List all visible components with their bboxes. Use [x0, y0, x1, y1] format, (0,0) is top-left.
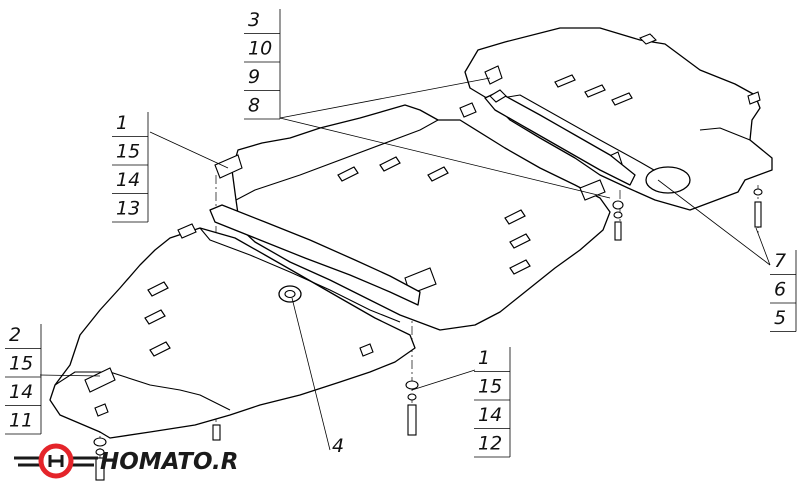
callout-table-group-a: 3 10 9 8	[244, 9, 281, 120]
leader-lines	[39, 77, 771, 451]
callout-number: 13	[116, 198, 140, 220]
callout-number: 8	[248, 95, 260, 117]
rear-protection-plate	[464, 27, 773, 211]
callout-number: 5	[774, 307, 786, 329]
callout-table-group-d: 1 15 14 12	[474, 347, 511, 458]
callout-number: 14	[116, 169, 140, 191]
callout-number: 7	[774, 250, 786, 272]
watermark-logo: HOMATO.RU	[10, 438, 240, 480]
callout-number: 14	[9, 381, 33, 403]
callout-number: 11	[9, 410, 33, 432]
callout-number: 14	[478, 404, 502, 426]
callout-number: 12	[478, 433, 502, 455]
fasteners	[93, 188, 763, 481]
callout-table-group-b: 1 15 14 13	[112, 112, 149, 223]
connecting-bracket	[484, 89, 636, 186]
callout-number: 9	[248, 66, 260, 88]
callout-number: 15	[116, 141, 140, 163]
watermark-emblem: HOMATO.RU	[14, 443, 240, 479]
front-protection-plate	[49, 223, 416, 439]
watermark-text: HOMATO.RU	[100, 449, 240, 475]
callout-table-group-c: 2 15 14 11	[5, 324, 42, 435]
middle-protection-plate	[214, 102, 611, 331]
callout-number: 6	[774, 279, 786, 301]
callout-number: 1	[116, 112, 128, 134]
callout-number: 2	[9, 324, 21, 346]
single-callouts: 4	[332, 435, 344, 457]
callout-number: 15	[9, 353, 33, 375]
callout-number: 4	[332, 435, 344, 457]
callout-number: 1	[478, 347, 490, 369]
callout-table-group-e: 7 6 5	[770, 250, 797, 332]
front-bracket	[209, 204, 421, 306]
callout-number: 10	[248, 38, 272, 60]
callout-number: 3	[248, 9, 260, 31]
callout-number: 15	[478, 376, 502, 398]
